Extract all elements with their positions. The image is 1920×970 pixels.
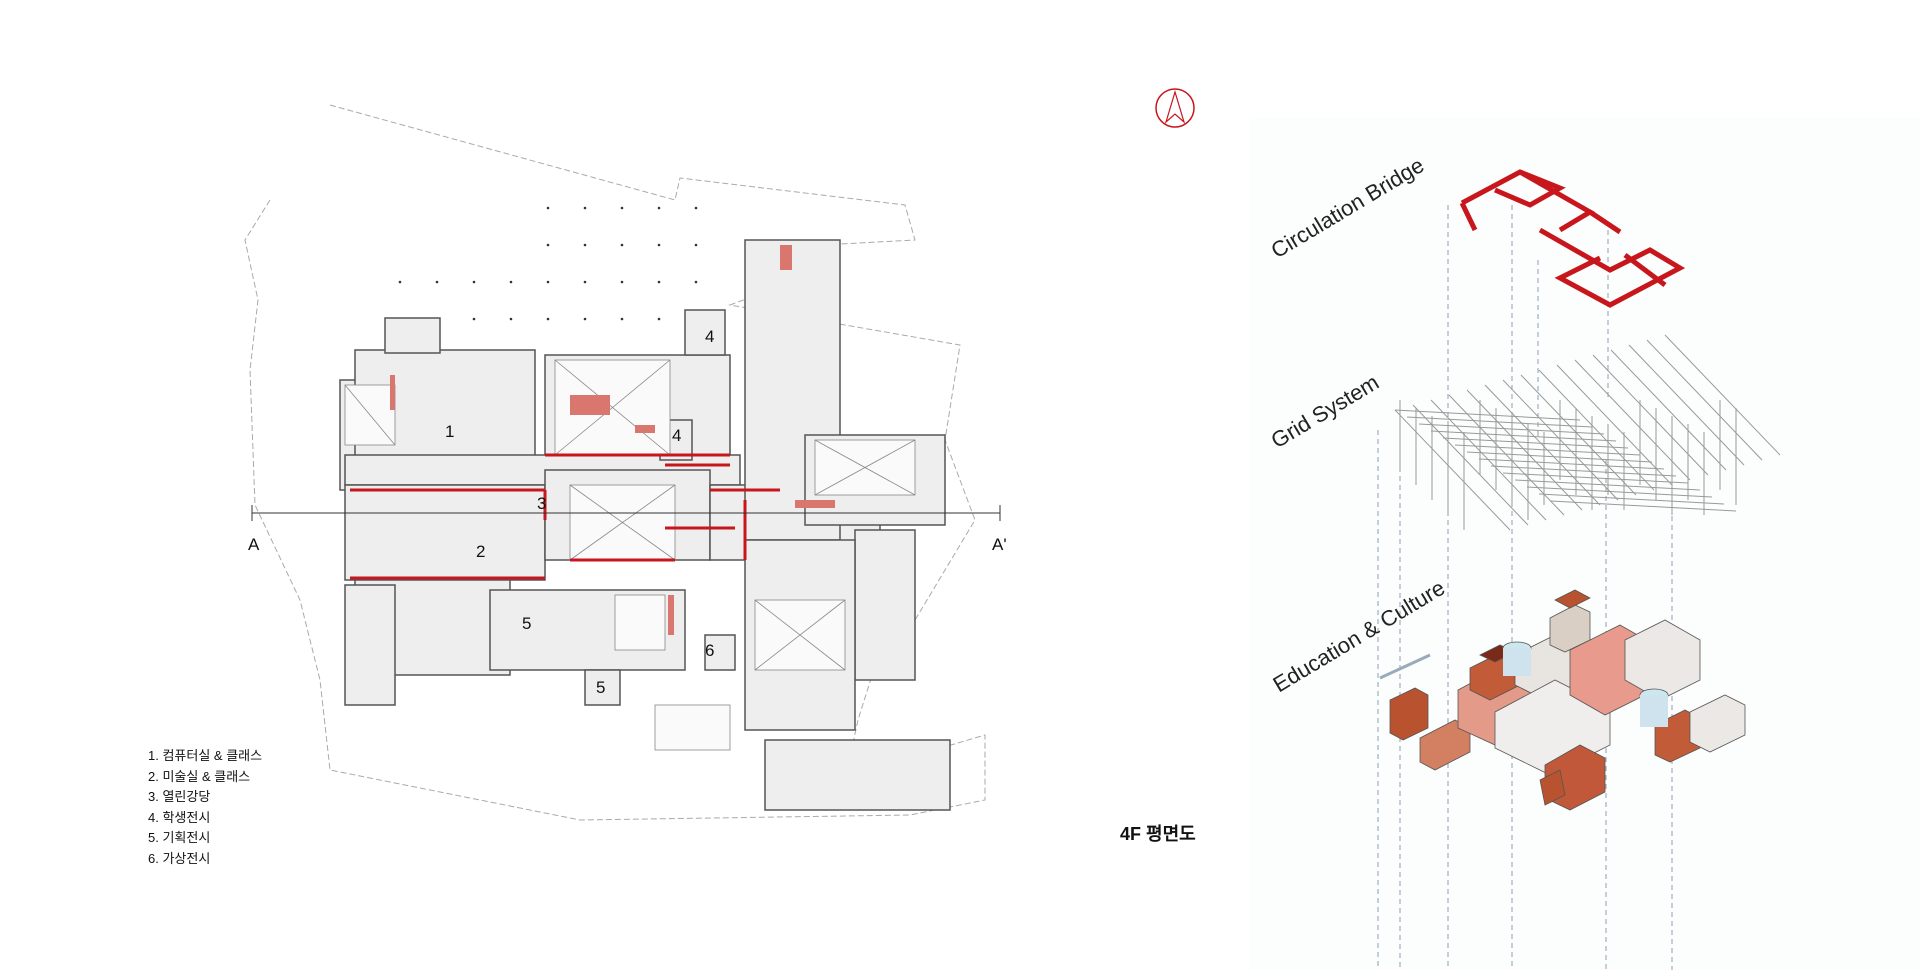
column-dot (509, 317, 513, 321)
north-arrow-icon (1155, 88, 1195, 128)
column-dot (398, 280, 402, 284)
grid-member (1526, 486, 1713, 498)
column-dot (583, 280, 587, 284)
grid-member (1610, 349, 1727, 471)
grid-member (1646, 339, 1763, 461)
grid-system-model (1394, 334, 1781, 531)
grid-member (1538, 493, 1725, 505)
column-dot (657, 317, 661, 321)
grid-member (1484, 384, 1601, 506)
grid-member (1520, 374, 1637, 496)
grid-member (1556, 364, 1673, 486)
column-dot (509, 280, 513, 284)
grid-member (1664, 334, 1781, 456)
room-number-4a: 4 (705, 327, 715, 346)
axo-panel (1249, 117, 1920, 970)
column-dot (546, 317, 550, 321)
grid-member (1406, 416, 1593, 428)
grid-member (1394, 409, 1581, 421)
column-dot (694, 280, 698, 284)
room-number-5b: 5 (596, 678, 606, 697)
column-dot (472, 317, 476, 321)
room-number-1: 1 (445, 422, 455, 441)
column-dot (583, 206, 587, 210)
column-dot (694, 206, 698, 210)
education-culture-blocks (1379, 589, 1746, 811)
room-number-2: 2 (476, 542, 486, 561)
grid-member (1430, 399, 1547, 521)
room-number-6: 6 (705, 641, 715, 660)
legend-item: 4. 학생전시 (148, 809, 211, 825)
column-dot (620, 243, 624, 247)
grid-member (1628, 344, 1745, 466)
column-dot (620, 280, 624, 284)
grid-member (1592, 354, 1709, 476)
room-number-4b: 4 (672, 426, 682, 445)
circulation-bridge-model (1459, 169, 1686, 308)
column-dot (546, 243, 550, 247)
section-label-a-prime: A' (992, 535, 1007, 554)
column-dot (583, 243, 587, 247)
grid-member (1538, 369, 1655, 491)
column-dot (657, 243, 661, 247)
column-dot (546, 206, 550, 210)
section-label-a: A (248, 535, 260, 554)
circulation-bridge-lines (350, 453, 780, 580)
legend-item: 1. 컴퓨터실 & 클래스 (148, 748, 263, 763)
legend-item: 5. 기획전시 (148, 830, 211, 845)
column-dot (620, 206, 624, 210)
grid-member (1478, 458, 1665, 470)
grid-member (1502, 472, 1689, 484)
grid-member (1466, 389, 1583, 511)
legend-item: 3. 열린강당 (148, 789, 211, 804)
grid-member (1448, 394, 1565, 516)
legend-item: 6. 가상전시 (148, 850, 211, 866)
column-dot (657, 206, 661, 210)
column-dot (583, 317, 587, 321)
column-dot (435, 280, 439, 284)
column-dot (620, 317, 624, 321)
grid-member (1442, 437, 1629, 449)
red-furniture (390, 245, 835, 635)
legend-item: 2. 미술실 & 클래스 (148, 768, 251, 784)
column-dot (546, 280, 550, 284)
room-number-5a: 5 (522, 614, 532, 633)
column-dot (694, 243, 698, 247)
plan-title: 4F 평면도 (1120, 824, 1196, 844)
column-dot (657, 280, 661, 284)
grid-member (1490, 465, 1677, 477)
grid-member (1574, 359, 1691, 481)
room-number-3: 3 (537, 494, 547, 513)
grid-member (1394, 409, 1511, 531)
room-legend: 1. 컴퓨터실 & 클래스 2. 미술실 & 클래스 3. 열린강당 4. 학생… (148, 746, 262, 869)
grid-member (1550, 500, 1737, 512)
column-dot (472, 280, 476, 284)
